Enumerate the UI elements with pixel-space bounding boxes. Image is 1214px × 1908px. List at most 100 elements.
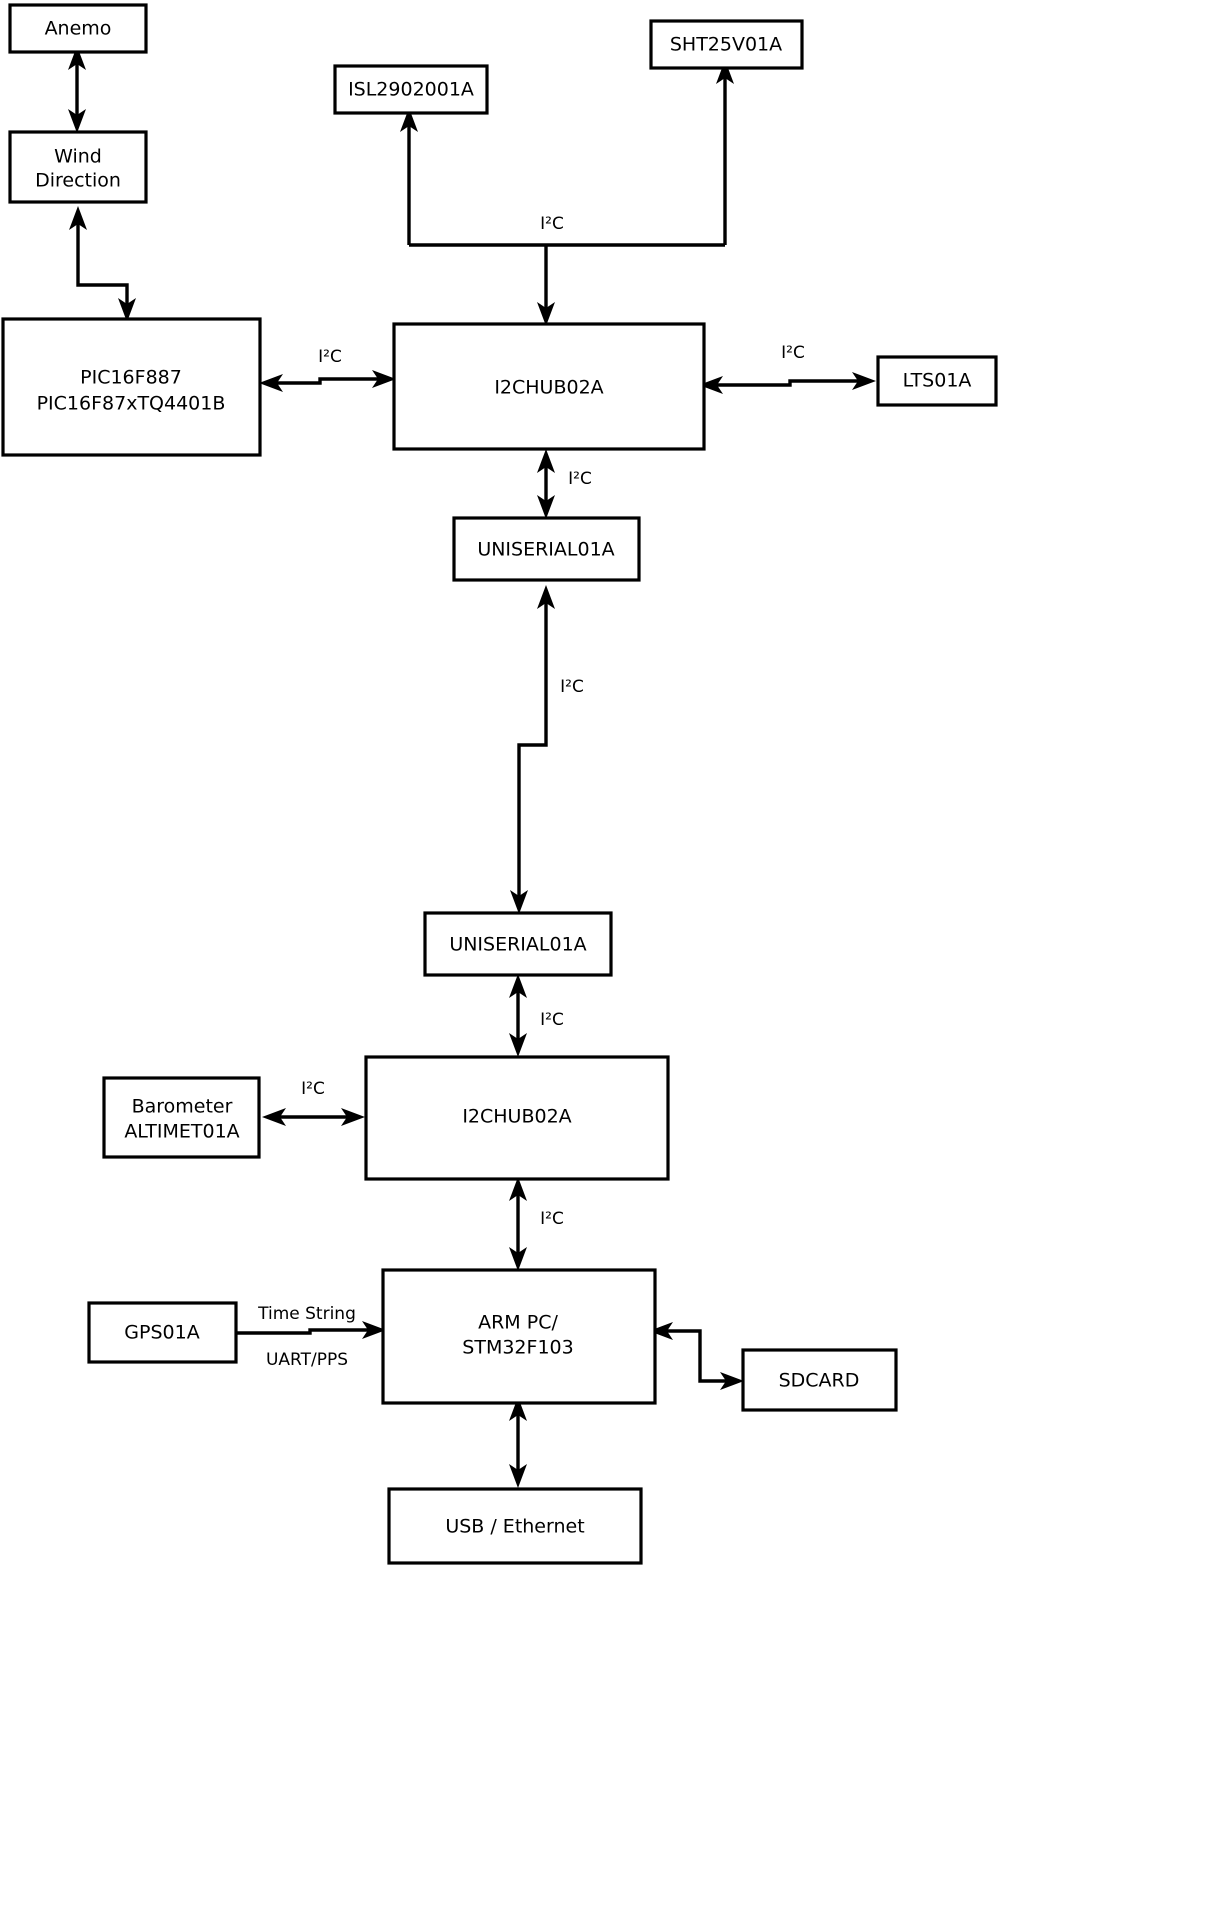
- node-wind-direction[interactable]: Wind Direction: [8, 130, 148, 204]
- edge-path: [708, 379, 868, 387]
- arrow-head-right: [720, 1372, 744, 1390]
- edge-hubtop-bus: I²C: [400, 60, 734, 326]
- node-box: [876, 355, 998, 407]
- edge-uniserialbot-uniserialtop: I²C: [510, 585, 584, 914]
- node-box: [102, 1076, 261, 1159]
- edge-label-i2c: I²C: [540, 1209, 564, 1229]
- arrow-head-up: [537, 585, 555, 609]
- node-pic-mcu[interactable]: PIC16F887 PIC16F87xTQ4401B: [1, 317, 262, 457]
- node-i2chub02a-top[interactable]: I2CHUB02A: [392, 322, 706, 451]
- node-gps01a[interactable]: GPS01A: [87, 1301, 238, 1364]
- node-box: [452, 516, 641, 582]
- node-label: UNISERIAL01A: [477, 539, 614, 561]
- node-label-line1: PIC16F887: [80, 367, 182, 389]
- edge-gps-arm: Time String UART/PPS: [237, 1304, 386, 1370]
- arrow-head-left: [699, 376, 723, 394]
- arrow-head-up: [69, 206, 87, 230]
- edge-pic-hubtop: I²C: [259, 347, 396, 392]
- arrow-head-right: [341, 1108, 365, 1126]
- edge-path: [76, 218, 129, 316]
- edge-path: [268, 377, 388, 385]
- node-box: [381, 1268, 657, 1405]
- edge-label-i2c: I²C: [301, 1079, 325, 1099]
- arrow-head-up: [68, 46, 86, 70]
- edge-arm-sdcard: [649, 1322, 744, 1390]
- node-label-line1: Wind: [54, 146, 102, 168]
- node-sht25v01a[interactable]: SHT25V01A: [649, 19, 804, 70]
- node-i2chub02a-bottom[interactable]: I2CHUB02A: [364, 1055, 670, 1181]
- arrow-head-left: [262, 1108, 286, 1126]
- edge-path: [237, 1328, 378, 1335]
- arrow-head-up: [509, 974, 527, 998]
- node-box: [1, 317, 262, 457]
- edge-hubtop-uniserialtop: I²C: [537, 449, 592, 519]
- node-box: [333, 64, 489, 115]
- node-box: [8, 130, 148, 204]
- node-label-line2: PIC16F87xTQ4401B: [37, 393, 226, 415]
- arrow-head-down: [509, 1247, 527, 1271]
- node-label: ISL2902001A: [348, 79, 474, 101]
- node-sdcard[interactable]: SDCARD: [741, 1348, 898, 1412]
- node-label-line2: STM32F103: [462, 1337, 573, 1359]
- edge-label-i2c: I²C: [560, 677, 584, 697]
- arrow-head-down: [68, 109, 86, 133]
- edge-label-i2c: I²C: [540, 1010, 564, 1030]
- node-box: [8, 3, 148, 54]
- arrow-head-up: [509, 1177, 527, 1201]
- edge-arm-usbeth: [509, 1397, 527, 1488]
- edge-winddir-anemo: [68, 46, 86, 133]
- arrow-head-left: [649, 1322, 673, 1340]
- node-usb-ethernet[interactable]: USB / Ethernet: [387, 1487, 643, 1565]
- arrow-head-right: [362, 1321, 386, 1339]
- arrow-head-up-sht: [716, 60, 734, 84]
- arrow-head-down: [509, 1464, 527, 1488]
- node-label-line2: ALTIMET01A: [124, 1121, 239, 1143]
- arrow-head-right: [372, 370, 396, 388]
- edge-label-i2c: I²C: [568, 469, 592, 489]
- edge-label-i2c: I²C: [318, 347, 342, 367]
- arrow-head-down: [510, 890, 528, 914]
- node-isl2902001a[interactable]: ISL2902001A: [333, 64, 489, 115]
- node-label: LTS01A: [903, 370, 972, 392]
- node-label: I2CHUB02A: [494, 377, 603, 399]
- node-uniserial01a-top[interactable]: UNISERIAL01A: [452, 516, 641, 582]
- node-box: [364, 1055, 670, 1181]
- edge-hubbot-arm: I²C: [509, 1177, 564, 1271]
- edge-label-uart-pps: UART/PPS: [266, 1350, 348, 1370]
- node-label: SDCARD: [779, 1370, 860, 1392]
- node-box: [87, 1301, 238, 1364]
- edge-path: [658, 1329, 735, 1383]
- node-box: [423, 911, 613, 977]
- edge-path: [517, 597, 548, 908]
- node-label: UNISERIAL01A: [449, 934, 586, 956]
- edge-label-i2c: I²C: [781, 343, 805, 363]
- arrow-head-down: [509, 1033, 527, 1057]
- node-box: [392, 322, 706, 451]
- node-box: [387, 1487, 643, 1565]
- node-label: I2CHUB02A: [462, 1106, 571, 1128]
- node-label-line2: Direction: [35, 170, 121, 192]
- node-anemo[interactable]: Anemo: [8, 3, 148, 54]
- node-label: USB / Ethernet: [445, 1516, 584, 1538]
- node-label-line1: Barometer: [132, 1096, 233, 1118]
- arrow-head-left: [259, 374, 283, 392]
- node-box: [649, 19, 804, 70]
- node-arm-pc[interactable]: ARM PC/ STM32F103: [381, 1268, 657, 1405]
- edge-uniserialbot-hubbot: I²C: [509, 974, 564, 1057]
- arrow-head-down-hub: [537, 302, 555, 326]
- node-lts01a[interactable]: LTS01A: [876, 355, 998, 407]
- node-barometer-altimet01a[interactable]: Barometer ALTIMET01A: [102, 1076, 261, 1159]
- arrow-head-down: [118, 298, 136, 322]
- edge-label-time-string: Time String: [257, 1304, 356, 1324]
- node-label: SHT25V01A: [670, 34, 782, 56]
- node-label-line1: ARM PC/: [478, 1312, 558, 1334]
- edge-pic-winddir: [69, 206, 136, 322]
- node-box: [741, 1348, 898, 1412]
- edge-barometer-hubbot: I²C: [262, 1079, 365, 1126]
- edge-label-i2c: I²C: [540, 214, 564, 234]
- arrow-head-up: [537, 449, 555, 473]
- arrow-head-down: [537, 495, 555, 519]
- node-uniserial01a-bottom[interactable]: UNISERIAL01A: [423, 911, 613, 977]
